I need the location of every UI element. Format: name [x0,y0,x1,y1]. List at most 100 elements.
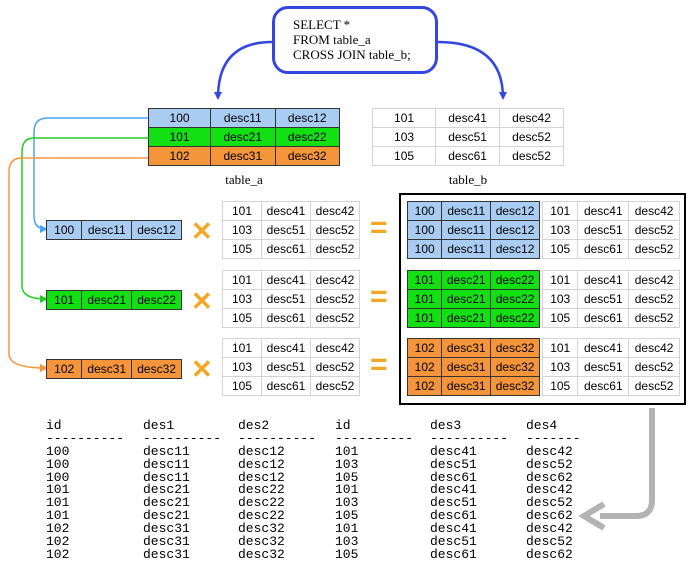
cell: 102 [45,359,83,379]
cell: desc41 [261,338,311,358]
cell: desc51 [435,127,501,147]
cell: desc11 [441,201,492,221]
output-cell: desc61 [430,508,477,524]
output-cell: desc32 [238,546,285,562]
cell: desc52 [499,127,564,147]
cell: desc21 [441,308,492,328]
output-dashes: ---------- [143,430,222,446]
sql-query-box: SELECT * FROM table_a CROSS JOIN table_b… [272,6,438,74]
output-cell: desc61 [430,469,477,485]
cell: desc12 [490,201,540,221]
cell: desc21 [81,290,133,310]
cell: 101 [406,270,443,290]
output-dashes: ---------- [238,430,317,446]
cell: 105 [371,146,437,166]
cell: 103 [221,220,263,240]
cell: 102 [406,376,443,396]
output-cell: 105 [335,546,359,562]
equals-icon: = [370,348,388,381]
cell: desc12 [490,220,540,240]
output-cell: 103 [335,456,359,472]
cell: desc31 [81,359,133,379]
cell: 103 [541,289,579,309]
cell: 103 [221,357,263,377]
output-cell: desc52 [526,534,573,550]
cell: 105 [541,376,579,396]
cell: 101 [541,270,579,290]
cell: desc51 [577,357,630,377]
cell: desc61 [261,376,311,396]
output-header: id [335,418,351,433]
output-header: id [46,418,62,433]
cell: desc12 [274,108,341,128]
output-cell: desc11 [143,469,190,485]
cell: desc52 [628,308,680,328]
output-cell: desc11 [143,443,190,459]
cell: 105 [221,376,263,396]
cell: 105 [541,239,579,259]
cell: desc31 [441,338,492,358]
output-cell: desc52 [526,456,573,472]
cell: 105 [541,308,579,328]
output-cell: 101 [335,482,359,498]
output-cell: desc12 [238,456,285,472]
cell: 100 [45,220,83,240]
output-cell: desc42 [526,482,573,498]
output-dashes: ---------- [430,430,509,446]
cell: desc22 [490,270,540,290]
cell: 102 [406,357,443,377]
cell: desc52 [628,220,680,240]
output-cell: 101 [46,482,70,498]
cell: 100 [406,220,443,240]
cell: 102 [147,146,212,166]
cell: desc12 [131,220,182,240]
output-cell: desc31 [143,534,190,550]
cell: desc42 [310,338,360,358]
multiply-icon: ✕ [191,354,213,384]
cell: desc11 [441,220,492,240]
output-cell: desc31 [143,521,190,537]
output-cell: desc61 [430,546,477,562]
cell: desc52 [310,239,360,259]
cell: desc52 [310,376,360,396]
table-b-caption: table_b [448,172,488,187]
output-cell: desc51 [430,495,477,511]
cell: desc52 [628,357,680,377]
cell: 103 [221,289,263,309]
cell: 105 [221,308,263,328]
output-cell: 103 [335,495,359,511]
output-dashes: ------- [526,430,581,446]
cell: desc32 [274,146,341,166]
output-cell: desc21 [143,495,190,511]
cell: desc22 [490,289,540,309]
output-cell: desc41 [430,521,477,537]
output-cell: desc32 [238,534,285,550]
output-cell: 101 [335,521,359,537]
output-cell: 100 [46,469,70,485]
cell: 101 [406,289,443,309]
output-cell: desc22 [238,495,285,511]
cell: 101 [45,290,83,310]
sql-line-cross-join: CROSS JOIN table_b; [293,47,411,62]
output-cell: desc12 [238,443,285,459]
cell: 100 [406,239,443,259]
cell: desc52 [628,289,680,309]
cell: desc41 [577,338,630,358]
output-dashes: ---------- [335,430,414,446]
output-cell: desc31 [143,546,190,562]
output-cell: 101 [335,443,359,459]
output-cell: 101 [46,495,70,511]
cell: desc52 [499,146,564,166]
cell: desc51 [261,220,311,240]
output-cell: desc42 [526,521,573,537]
